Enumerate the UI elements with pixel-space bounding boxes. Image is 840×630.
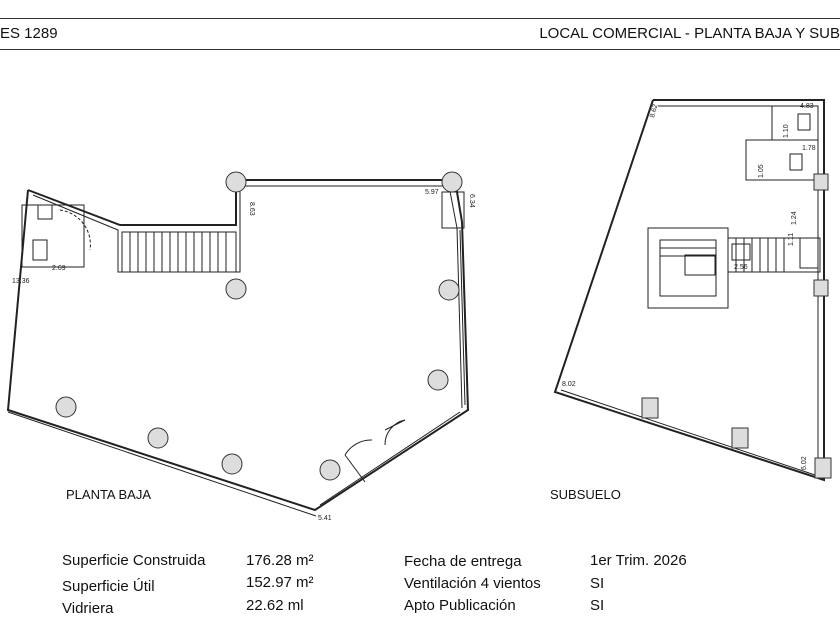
building-reference: ES 1289 <box>0 25 58 42</box>
basement-stair <box>647 227 821 309</box>
basement-restrooms <box>731 105 819 269</box>
publication-value: SI <box>590 597 605 614</box>
svg-text:8.63: 8.63 <box>248 202 255 216</box>
basement-columns <box>641 173 832 479</box>
ground-floor-dimensions: 8.63 5.97 6.34 2.69 13.36 5.41 <box>12 189 475 522</box>
storefront-label: Vidriera <box>62 600 114 617</box>
ground-floor-label: PLANTA BAJA <box>66 487 151 502</box>
svg-text:1.10: 1.10 <box>783 124 790 138</box>
ground-floor-entry-door <box>344 419 406 483</box>
publication-label: Apto Publicación <box>404 597 516 614</box>
svg-text:5.97: 5.97 <box>425 189 439 196</box>
ground-floor-walls <box>6 179 470 512</box>
svg-text:5.41: 5.41 <box>318 515 332 522</box>
sheet-title: LOCAL COMERCIAL - PLANTA BAJA Y SUB <box>539 25 840 42</box>
ground-floor-restroom <box>21 204 91 268</box>
delivery-value: 1er Trim. 2026 <box>590 552 687 569</box>
usable-area-value: 152.97 m² <box>246 574 314 591</box>
basement-dimensions: 8.62 4.83 1.10 1.78 1.05 1.24 1.11 2.56 … <box>562 103 816 470</box>
ventilation-value: SI <box>590 575 605 592</box>
svg-text:1.24: 1.24 <box>791 211 798 225</box>
basement-plan <box>553 99 825 482</box>
floor-plans-drawing: 8.63 5.97 6.34 2.69 13.36 5.41 PLANTA BA… <box>6 99 832 522</box>
built-area-value: 176.28 m² <box>246 552 314 569</box>
svg-text:8.02: 8.02 <box>562 381 576 388</box>
delivery-label: Fecha de entrega <box>404 553 522 570</box>
svg-text:2.56: 2.56 <box>734 264 748 271</box>
title-bar: ES 1289 LOCAL COMERCIAL - PLANTA BAJA Y … <box>0 18 840 50</box>
ground-floor-stair <box>121 231 237 273</box>
ventilation-label: Ventilación 4 vientos <box>404 575 541 592</box>
svg-text:6.34: 6.34 <box>468 194 475 208</box>
svg-text:13.36: 13.36 <box>12 278 30 285</box>
svg-text:6.02: 6.02 <box>801 456 808 470</box>
storefront-value: 22.62 ml <box>246 597 304 614</box>
ground-floor-columns <box>55 171 463 481</box>
svg-text:1.05: 1.05 <box>758 164 765 178</box>
basement-walls <box>553 99 825 482</box>
built-area-label: Superficie Construida <box>62 552 206 569</box>
basement-label: SUBSUELO <box>550 487 621 502</box>
svg-text:8.62: 8.62 <box>649 103 659 118</box>
svg-text:1.11: 1.11 <box>788 233 795 246</box>
usable-area-label: Superficie Útil <box>62 578 155 595</box>
svg-text:2.69: 2.69 <box>52 265 66 272</box>
svg-text:1.78: 1.78 <box>802 145 816 152</box>
svg-text:4.83: 4.83 <box>800 103 814 110</box>
